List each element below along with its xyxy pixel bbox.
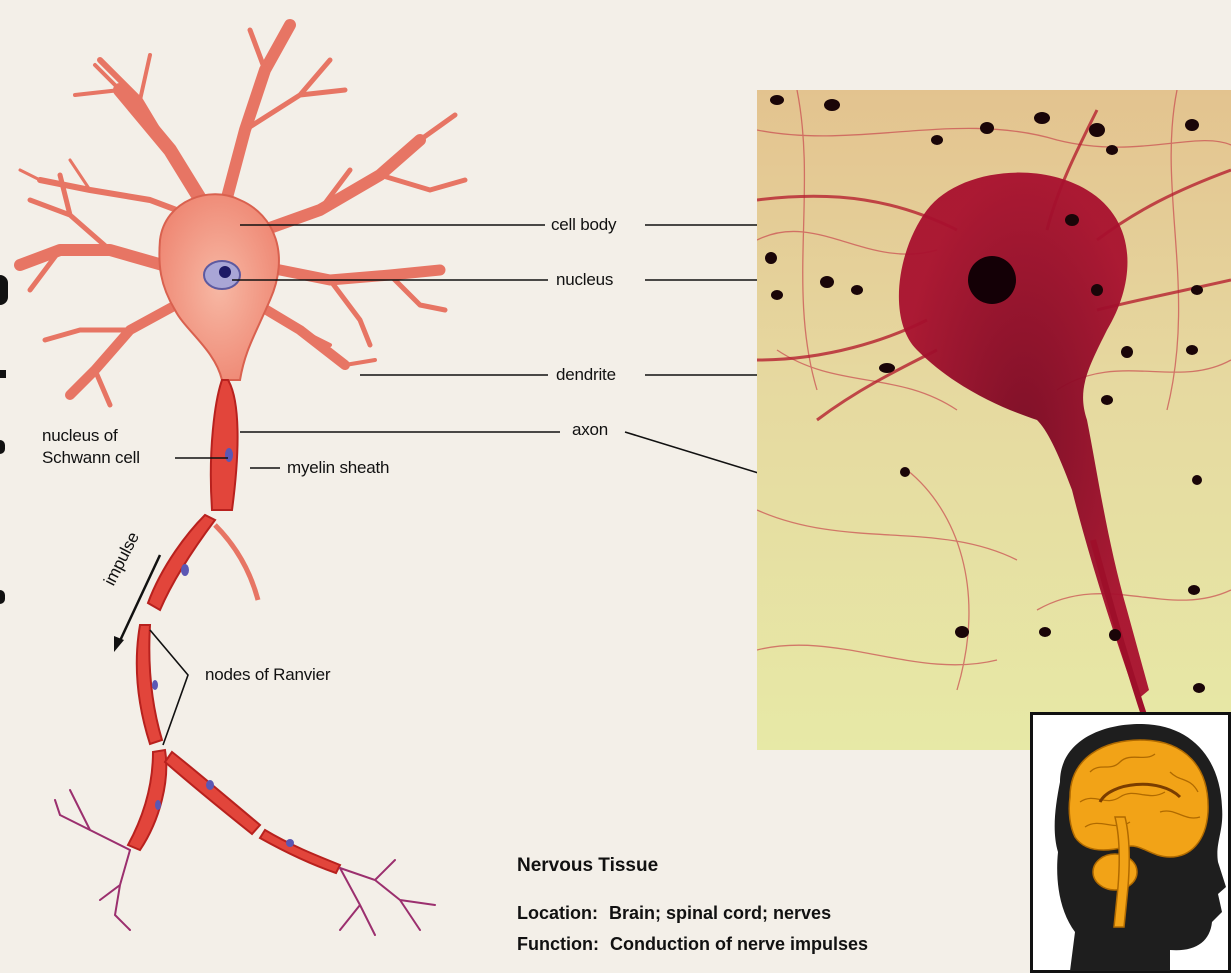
micrograph-image bbox=[757, 90, 1231, 750]
label-dendrite: dendrite bbox=[556, 365, 616, 385]
label-line: nucleus of bbox=[42, 425, 140, 447]
label-cell-body: cell body bbox=[551, 215, 616, 235]
label-line: Schwann cell bbox=[42, 447, 140, 469]
function-label: Function: bbox=[517, 934, 599, 954]
label-axon: axon bbox=[572, 420, 608, 440]
location-label: Location: bbox=[517, 903, 598, 923]
label-myelin-sheath: myelin sheath bbox=[287, 458, 389, 478]
caption-title: Nervous Tissue bbox=[517, 855, 658, 877]
location-value: Brain; spinal cord; nerves bbox=[609, 903, 831, 923]
label-nucleus: nucleus bbox=[556, 270, 613, 290]
label-nodes-of-ranvier: nodes of Ranvier bbox=[205, 665, 330, 685]
caption-location: Location: Brain; spinal cord; nerves bbox=[517, 903, 831, 924]
label-nucleus-of-schwann-cell: nucleus of Schwann cell bbox=[42, 425, 140, 469]
function-value: Conduction of nerve impulses bbox=[610, 934, 868, 954]
brain-head-inset bbox=[1030, 712, 1231, 973]
caption-function: Function: Conduction of nerve impulses bbox=[517, 934, 868, 955]
